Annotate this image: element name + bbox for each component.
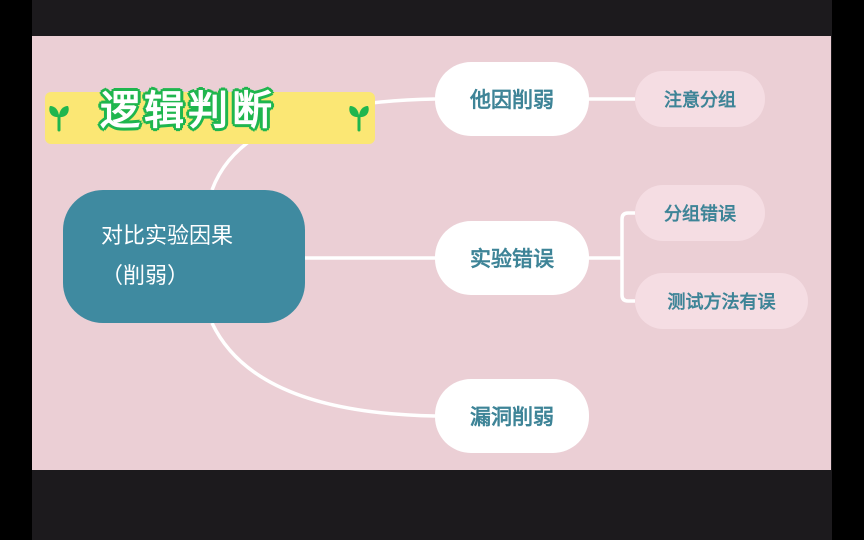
leaf-label: 注意分组	[664, 90, 736, 111]
root-label-line1: 对比实验因果	[101, 223, 234, 249]
title-text: 逻辑判断	[100, 88, 276, 134]
sprout-icon	[49, 106, 69, 132]
leaf-label: 分组错误	[664, 204, 736, 225]
branch-node-other-cause[interactable]: 他因削弱	[435, 62, 589, 136]
sprout-icon	[349, 106, 369, 132]
branch-label: 他因削弱	[470, 88, 554, 112]
root-label-line2: （削弱）	[101, 263, 190, 289]
mindmap-canvas: 逻辑判断 对比实验因果 （削弱） 他因削弱 注意分组 实验错误 分组错误 测试方…	[32, 36, 831, 470]
leaf-node-test-method-error[interactable]: 测试方法有误	[635, 273, 808, 329]
leaf-label: 测试方法有误	[667, 292, 776, 313]
leaf-node-grouping-error[interactable]: 分组错误	[635, 185, 765, 241]
root-node[interactable]: 对比实验因果 （削弱）	[63, 190, 305, 323]
branch-label: 实验错误	[470, 247, 554, 271]
branch-node-experiment-error[interactable]: 实验错误	[435, 221, 589, 295]
title-banner	[45, 92, 375, 144]
leaf-node-attention-grouping[interactable]: 注意分组	[635, 71, 765, 127]
branch-node-loophole[interactable]: 漏洞削弱	[435, 379, 589, 453]
branch-label: 漏洞削弱	[470, 405, 554, 429]
